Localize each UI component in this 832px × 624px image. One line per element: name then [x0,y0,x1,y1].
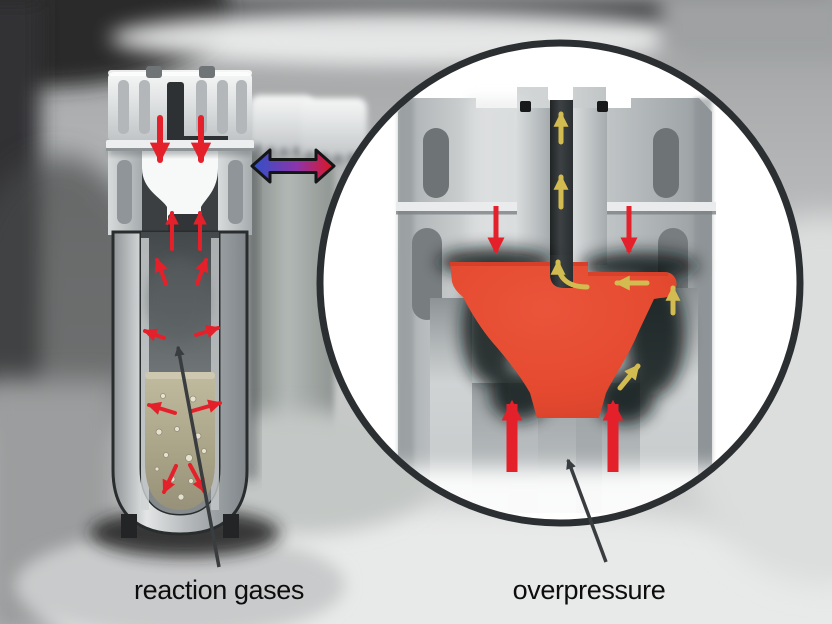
o-ring-right [597,101,608,112]
pressure-double-arrow [250,148,336,184]
gas-swirl [148,258,208,342]
gas-arrows [143,115,222,494]
bubble [177,493,185,501]
inset-rib-slot [412,228,442,320]
vessel-gap-shadow [246,150,256,480]
gas-arrow-out-right [190,399,222,413]
seal-step-edge [588,272,668,276]
bubble [174,426,180,432]
vessel-foot-left [121,514,137,538]
cap-rim-shadow [106,148,254,151]
clamp-slot-right [228,160,243,224]
bubble [185,454,193,462]
cap-notch [199,66,215,78]
inset-vent-wall-left [517,108,550,265]
cap-ribs [118,80,247,134]
inset-rib-slot [653,128,679,198]
gas-arrow-down-left [162,464,178,494]
leader-line-overpressure [566,458,608,563]
gas-arrow-down-right [188,463,206,493]
bubble [155,428,163,436]
cap-rib [118,80,129,134]
main-vessel [90,66,280,557]
inset-rib-slot [423,128,449,198]
bubble [189,395,197,403]
gas-arrow-out-right [194,325,220,338]
floor-arc-glow [15,533,345,624]
cap-notch [146,66,162,78]
cap-rib [236,80,247,134]
vent-seal [450,262,677,418]
label-overpressure: overpressure [513,575,666,605]
top-right-shade [660,0,832,60]
gas-arrow-up-right [195,258,209,286]
clamp-slot-left [117,160,132,224]
gas-arrow-out-left [143,328,166,342]
magnifier-inset [316,39,804,527]
leader-line-reaction-gases [174,345,221,568]
inset-cap-shade-left [398,98,414,510]
vent-arrow-diagonal [617,363,641,391]
bubble [160,393,166,399]
o-ring-left [520,101,531,112]
vent-flow-arrows [550,111,681,391]
bubble [201,448,207,454]
vent-channel-vertical [167,82,184,146]
gas-arrow-out-left [147,401,177,415]
cap-rib [139,80,150,134]
vessel-foot-right [223,514,239,538]
seal-top-edge [450,262,588,266]
cap-rim [106,140,254,149]
bubble [154,466,160,472]
vent-seal-funnel [142,149,218,228]
inset-vent-wall-right [573,108,607,265]
bubble [163,452,169,458]
bubble [188,478,194,484]
pressure-arrows [487,206,638,472]
magnifier-ring [316,39,804,527]
cap-rib [217,80,228,134]
inset-cap-shade-right [694,98,712,510]
callouts: reaction gases overpressure [134,345,666,605]
liquid-surface [145,372,215,379]
vent-arrow-curved [550,259,590,290]
inset-content [370,87,760,520]
gas-arrow-up-left [154,258,168,286]
cap-top-highlight [108,70,252,76]
label-reaction-gases: reaction gases [134,575,304,605]
